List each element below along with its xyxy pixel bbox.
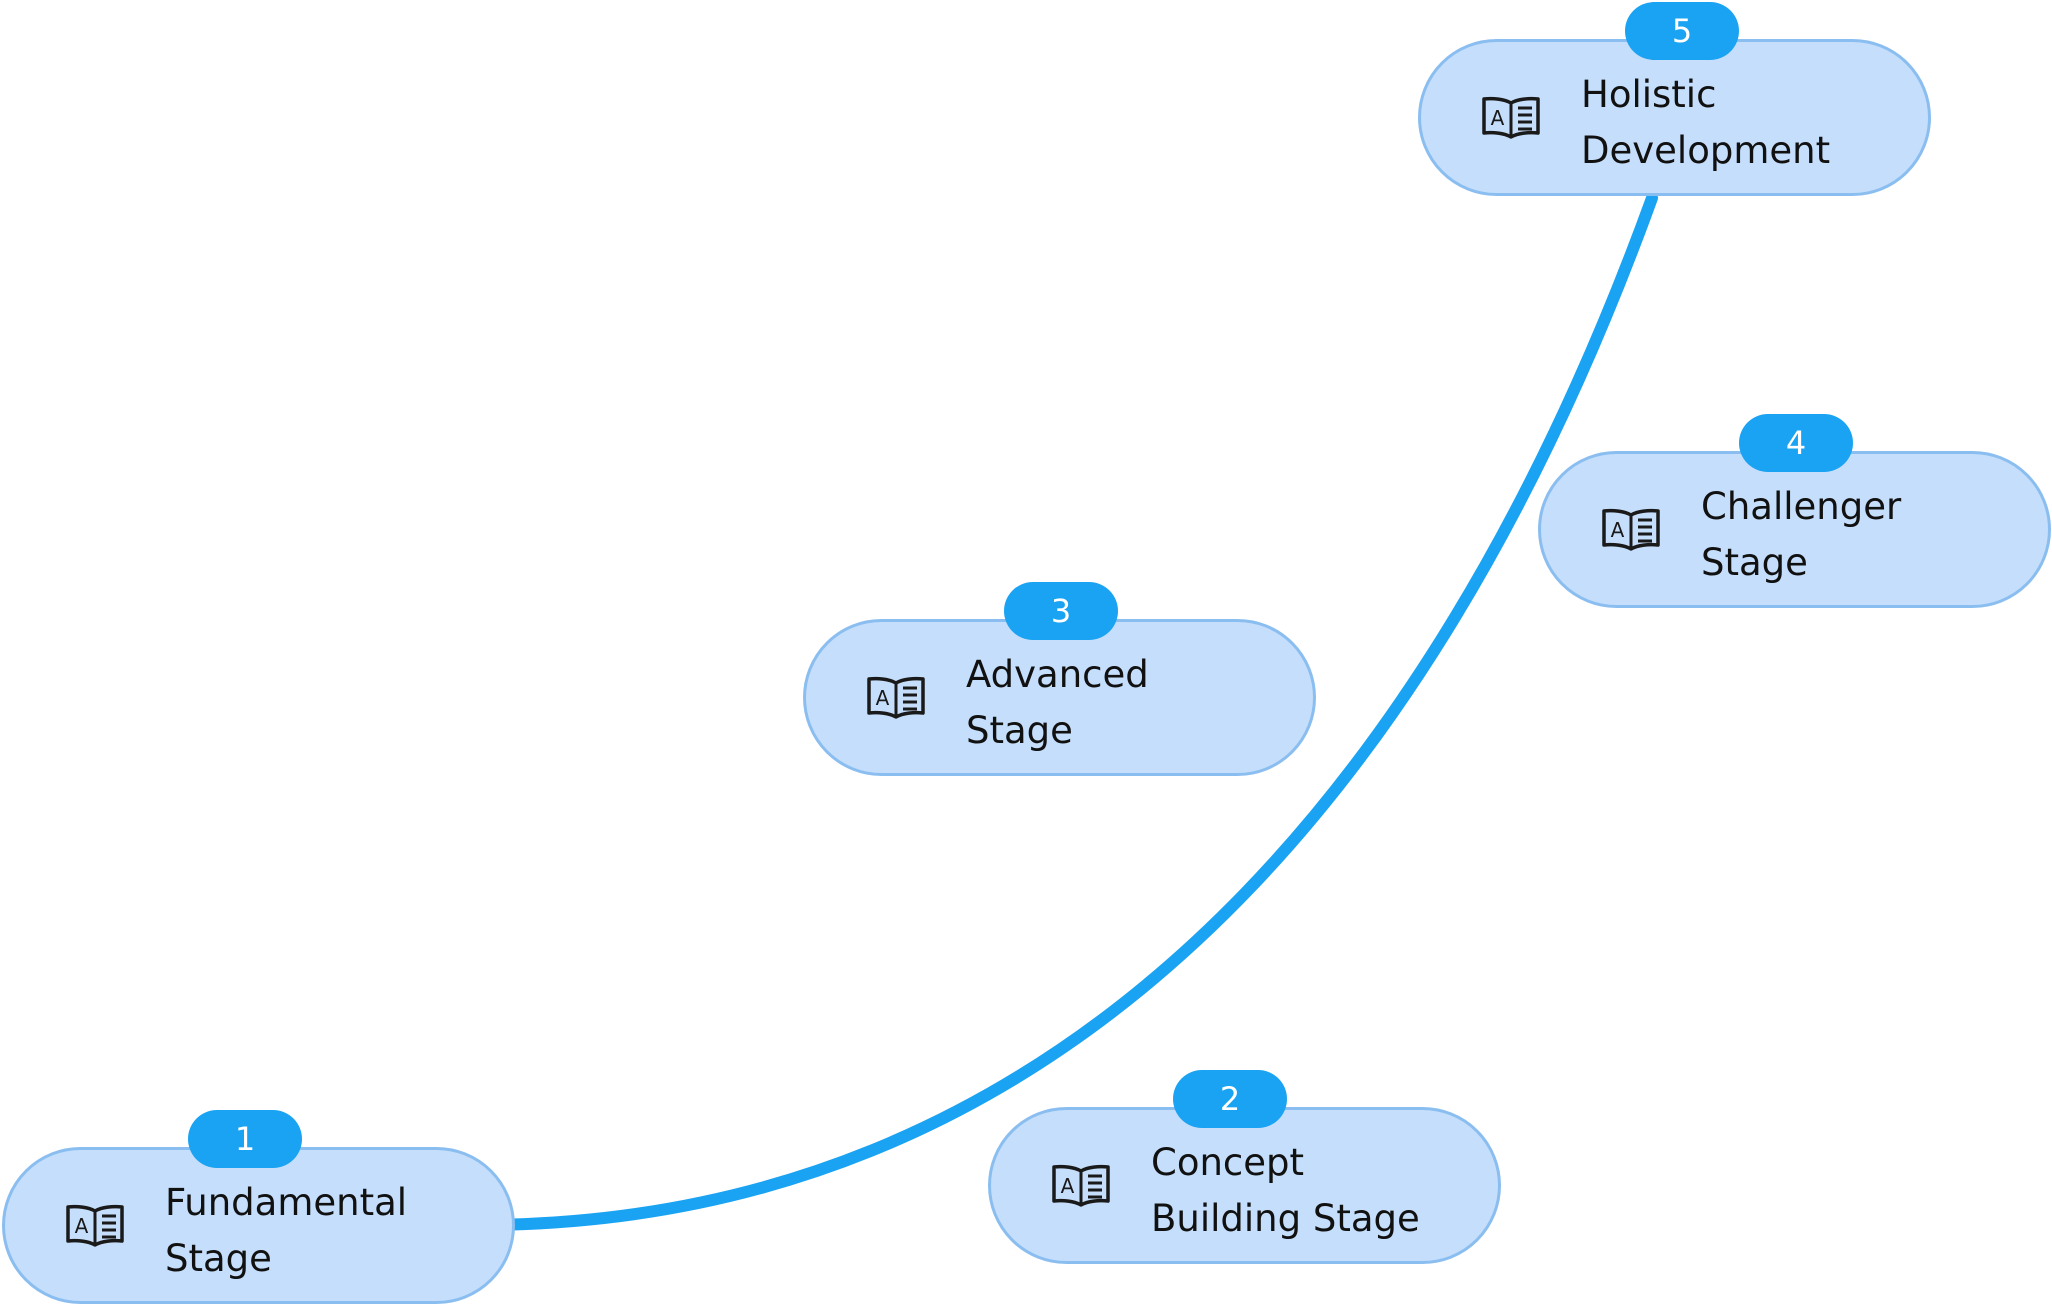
- book-icon: A: [66, 1204, 124, 1247]
- stage-number-badge: 4: [1739, 414, 1853, 472]
- stage-label: Holistic Development: [1581, 73, 1831, 172]
- svg-text:A: A: [876, 686, 890, 710]
- stage-node-3[interactable]: 3 A Advanced Stage: [803, 582, 1316, 776]
- stage-number-badge: 1: [188, 1110, 302, 1168]
- book-icon: A: [1482, 96, 1540, 139]
- svg-text:A: A: [1491, 106, 1505, 130]
- stage-label: Advanced Stage: [966, 653, 1149, 752]
- stage-number-badge: 3: [1004, 582, 1118, 640]
- stage-label: Challenger Stage: [1701, 485, 1902, 584]
- stage-node-1[interactable]: 1 A Fundamental Stage: [2, 1110, 515, 1304]
- stage-label: Fundamental Stage: [165, 1181, 408, 1280]
- stage-number-badge: 5: [1625, 2, 1739, 60]
- svg-text:A: A: [1061, 1174, 1075, 1198]
- connector-stage-1-to-stage-5: [472, 192, 1658, 1231]
- book-icon: A: [867, 676, 925, 719]
- book-icon: A: [1602, 508, 1660, 551]
- stage-number-badge: 2: [1173, 1070, 1287, 1128]
- stage-node-4[interactable]: 4 A Challenger Stage: [1538, 414, 2051, 608]
- stage-label: Concept Building Stage: [1151, 1141, 1420, 1240]
- book-icon: A: [1052, 1164, 1110, 1207]
- stage-node-5[interactable]: 5 A Holistic Development: [1418, 2, 1931, 196]
- svg-text:A: A: [1611, 518, 1625, 542]
- stage-node-2[interactable]: 2 A Concept Building Stage: [988, 1070, 1501, 1264]
- svg-text:A: A: [75, 1214, 89, 1238]
